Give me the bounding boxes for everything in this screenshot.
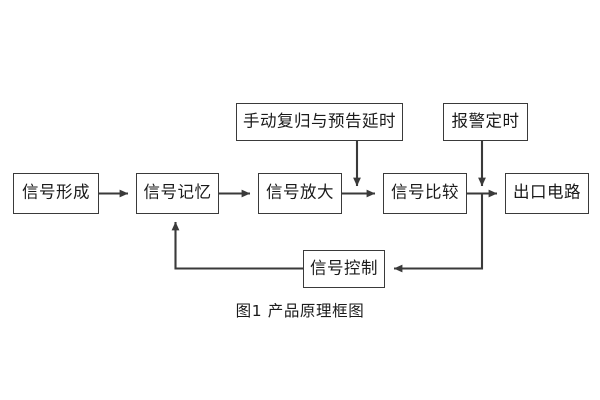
node-label-output-circuit: 出口电路: [513, 182, 581, 202]
node-output-circuit[interactable]: 出口电路: [505, 173, 589, 214]
node-signal-amplify[interactable]: 信号放大: [258, 173, 342, 214]
node-label-signal-control: 信号控制: [310, 258, 378, 278]
node-signal-formation[interactable]: 信号形成: [13, 173, 99, 214]
node-label-alarm-timer: 报警定时: [451, 111, 520, 131]
connector-alarm-bus-to-control: [393, 194, 484, 273]
node-signal-compare[interactable]: 信号比较: [383, 173, 467, 214]
node-manual-reset-delay[interactable]: 手动复归与预告延时: [236, 103, 403, 141]
figure-caption: 图1 产品原理框图: [235, 302, 365, 320]
node-alarm-timer[interactable]: 报警定时: [443, 103, 528, 141]
node-signal-memory[interactable]: 信号记忆: [136, 173, 219, 214]
node-label-signal-amplify: 信号放大: [266, 182, 334, 202]
node-label-signal-compare: 信号比较: [391, 182, 459, 202]
node-label-manual-reset-delay: 手动复归与预告延时: [243, 111, 396, 131]
node-signal-control[interactable]: 信号控制: [303, 250, 385, 288]
node-label-signal-memory: 信号记忆: [143, 182, 212, 202]
node-label-signal-formation: 信号形成: [22, 182, 90, 202]
connector-control-to-memory: [171, 221, 303, 270]
